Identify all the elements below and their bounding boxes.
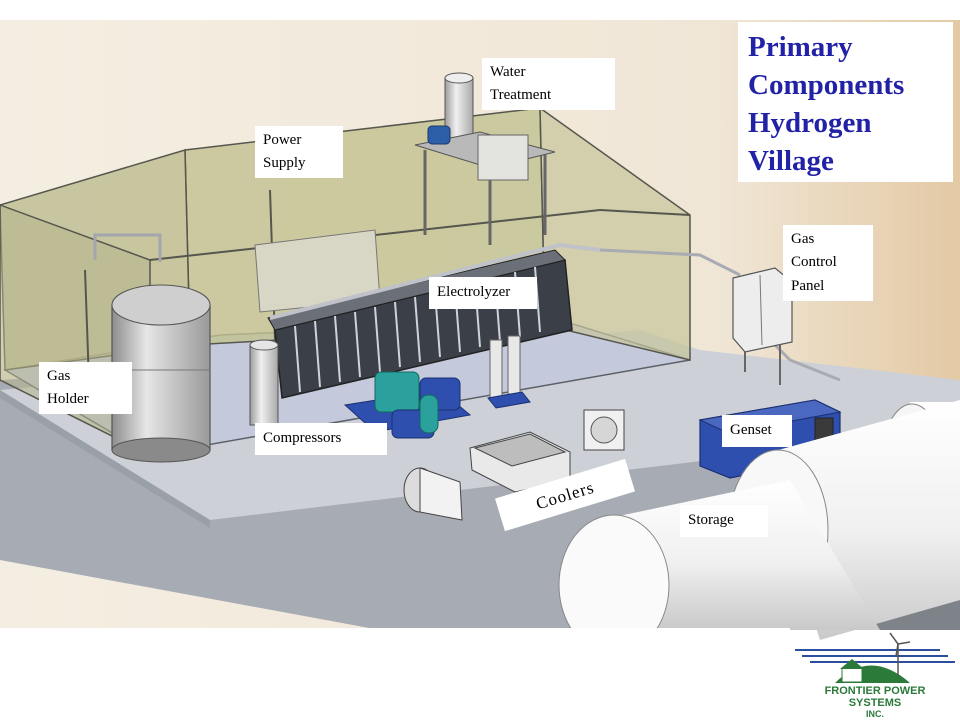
compressor-vessel-top	[249, 339, 279, 351]
label-text: Genset	[730, 422, 772, 438]
label-power-supply: Power Supply	[255, 126, 343, 178]
title-line-4: Village	[748, 145, 834, 177]
label-gas-holder: Gas Holder	[39, 362, 132, 414]
logo-sky-lines	[795, 649, 955, 663]
compressor-tank-teal	[419, 394, 439, 434]
roof-edge-2	[599, 209, 691, 216]
cooler-radiator-top	[473, 433, 567, 467]
label-text: Gas	[47, 368, 71, 384]
label-text: Supply	[263, 155, 306, 172]
label-genset: Genset	[722, 415, 792, 447]
label-text: Power	[263, 132, 302, 148]
gas-holder-top	[111, 284, 211, 326]
water-filter-box	[477, 134, 529, 181]
label-electrolyzer: Electrolyzer	[429, 277, 537, 309]
logo-house-roof	[840, 659, 864, 669]
title-line-1: Primary	[748, 31, 853, 63]
gas-line-to-panel	[599, 248, 741, 277]
label-storage: Storage	[680, 505, 768, 537]
label-text: Control	[791, 254, 837, 271]
logo-text-line-1: FRONTIER POWER	[825, 685, 926, 697]
gas-holder-pipe	[93, 233, 162, 262]
label-text: Electrolyzer	[437, 284, 511, 300]
control-panel-cabinet	[732, 267, 793, 353]
slab-front-edge	[0, 390, 210, 528]
slide-title: Primary Components Hydrogen Village	[738, 22, 953, 182]
cooler-fan	[590, 416, 618, 444]
label-text: Panel	[791, 277, 825, 294]
label-text: Gas	[791, 231, 815, 247]
gas-holder-bottom	[111, 437, 211, 463]
compressor-vessel	[249, 344, 279, 426]
label-text: Storage	[688, 512, 734, 528]
dryer-column-2	[507, 335, 521, 395]
label-text: Holder	[47, 391, 89, 408]
logo-wind-turbine	[889, 632, 911, 676]
label-water-treatment: Water Treatment	[482, 58, 615, 110]
logo-text-line-3: INC.	[866, 709, 884, 719]
bottom-margin	[0, 628, 790, 720]
control-panel-door-split	[759, 274, 763, 346]
storage-tank-near	[558, 480, 880, 656]
label-text: Compressors	[263, 430, 342, 446]
cooler-cylinder	[419, 467, 463, 521]
dryer-base	[487, 391, 531, 409]
label-gas-control-panel: Gas Control Panel	[783, 225, 873, 301]
dryer-column	[489, 339, 503, 399]
compressor-unit	[374, 371, 420, 413]
title-line-2: Components	[748, 69, 905, 101]
frontier-power-systems-logo: FRONTIER POWER SYSTEMS INC.	[795, 632, 955, 719]
water-pump	[427, 125, 451, 145]
label-text: Water	[490, 64, 526, 80]
electrolyzer-pipe	[269, 242, 601, 320]
title-line-3: Hydrogen	[748, 107, 872, 139]
label-text: Treatment	[490, 87, 552, 104]
logo-house	[841, 667, 863, 683]
logo-text-line-2: SYSTEMS	[849, 697, 902, 709]
water-tank-top	[444, 72, 474, 84]
label-compressors: Compressors	[255, 423, 387, 455]
